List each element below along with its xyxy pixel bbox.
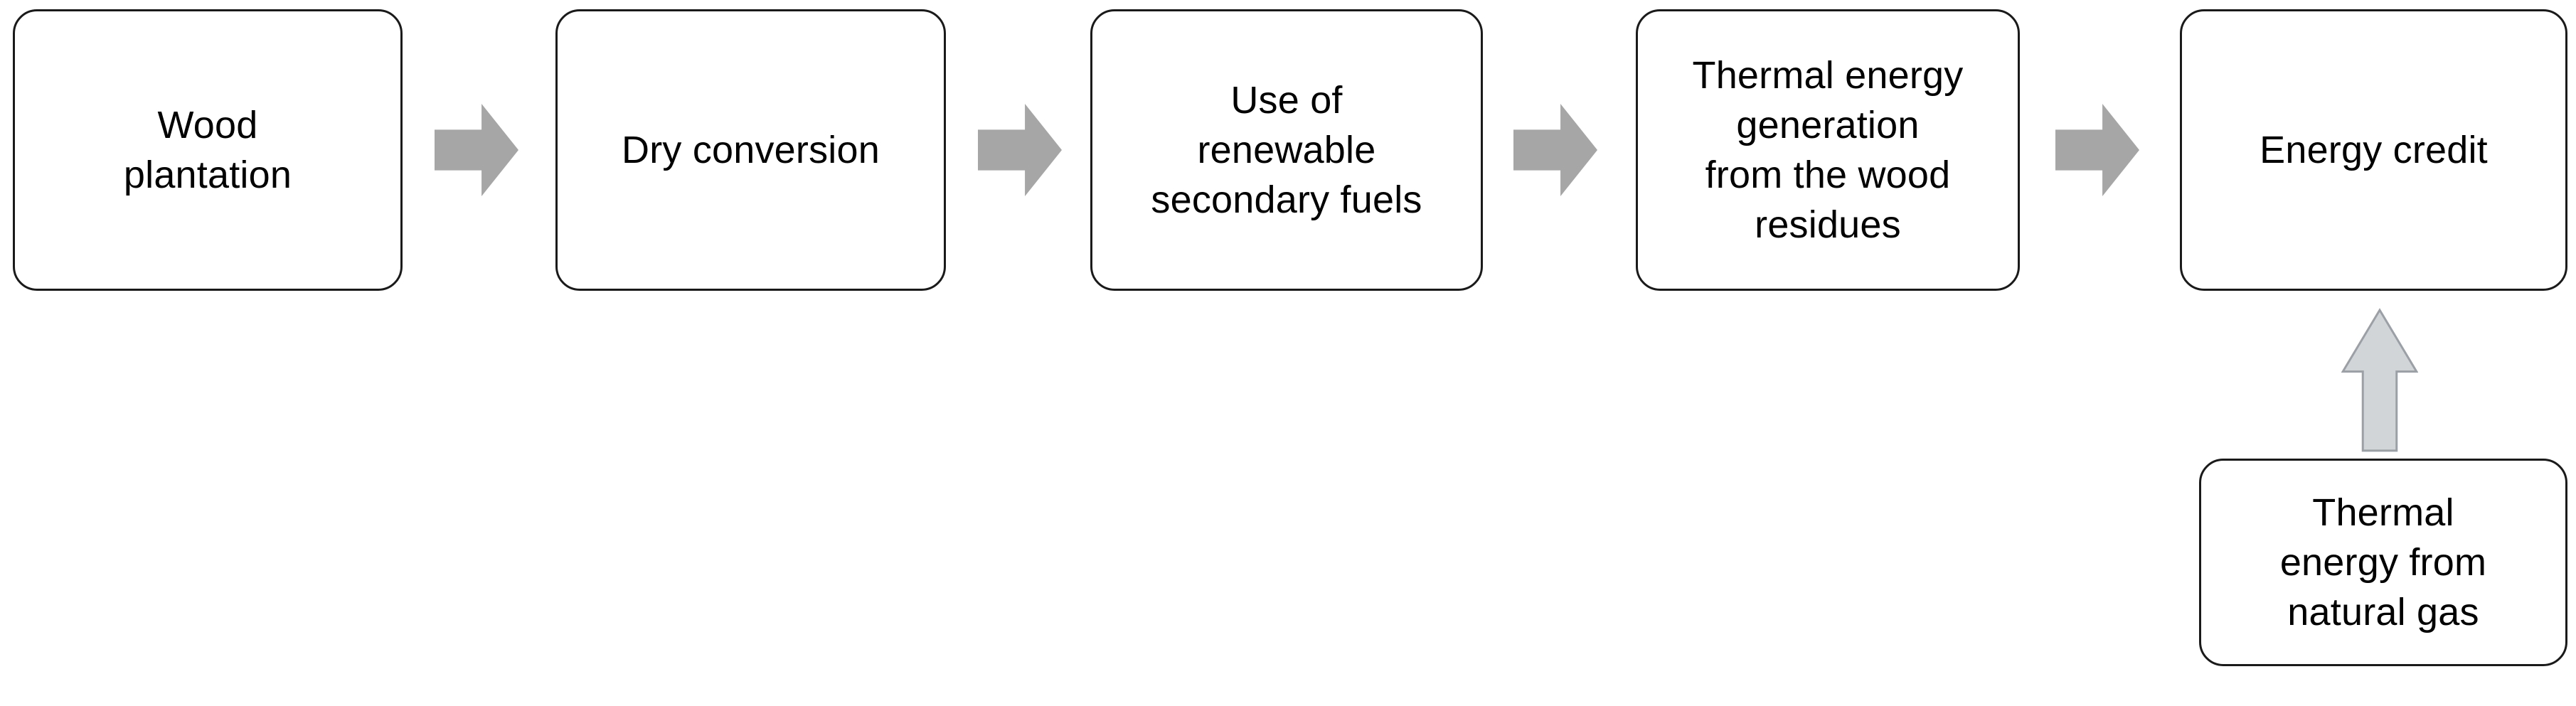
node-thermal-energy-natural-gas[interactable]: Thermal energy from natural gas [2199, 459, 2567, 666]
arrow-right-icon-shape [1513, 104, 1597, 196]
arrow-right-icon [1513, 104, 1597, 196]
arrow-right-icon [2055, 104, 2139, 196]
arrow-up-icon-shape [2343, 310, 2417, 451]
arrow-right-icon-shape [2055, 104, 2139, 196]
arrow-right-icon-shape [435, 104, 518, 196]
arrow-right-icon-shape [978, 104, 1062, 196]
node-thermal-energy-generation[interactable]: Thermal energy generation from the wood … [1636, 9, 2020, 291]
node-label-thermal-energy-natural-gas: Thermal energy from natural gas [2279, 491, 2487, 634]
node-label-thermal-energy-generation: Thermal energy generation from the wood … [1692, 53, 1964, 247]
node-label-wood-plantation: Wood plantation [123, 103, 292, 196]
arrow-right-icon [978, 104, 1062, 196]
arrow-up-icon [2341, 307, 2418, 454]
node-dry-conversion[interactable]: Dry conversion [555, 9, 946, 291]
node-label-renewable-secondary-fuels: Use of renewable secondary fuels [1151, 78, 1422, 222]
node-wood-plantation[interactable]: Wood plantation [13, 9, 403, 291]
node-label-dry-conversion: Dry conversion [622, 128, 880, 171]
node-label-energy-credit: Energy credit [2260, 128, 2488, 171]
node-energy-credit[interactable]: Energy credit [2180, 9, 2567, 291]
arrow-right-icon [435, 104, 518, 196]
node-renewable-secondary-fuels[interactable]: Use of renewable secondary fuels [1090, 9, 1483, 291]
